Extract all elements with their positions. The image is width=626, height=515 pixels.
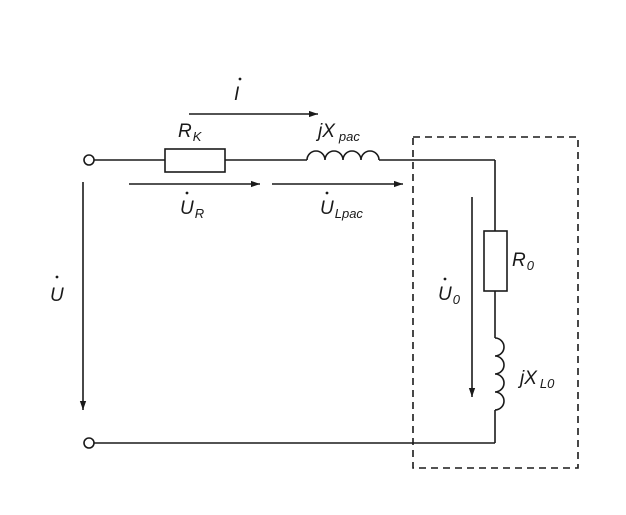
inductor-pac: [306, 150, 380, 161]
resistor-r0-label: R0: [512, 250, 535, 273]
voltage-source-label-dot: [55, 275, 59, 279]
load-dashed-box: [412, 136, 579, 469]
voltage-0-label-dot: [443, 277, 447, 281]
voltage-lpac-label-dot: [325, 191, 329, 195]
terminal-bottom: [83, 437, 95, 449]
voltage-source-label: U: [50, 285, 64, 306]
resistor-r0: [483, 230, 508, 292]
voltage-r-label: UR: [180, 198, 204, 221]
terminal-top: [83, 154, 95, 166]
current-label: I: [234, 84, 240, 105]
resistor-rk-label: RK: [178, 121, 203, 144]
voltage-r-label-dot: [185, 191, 189, 195]
voltage-0-label: U0: [438, 284, 461, 307]
resistor-rk: [164, 148, 226, 173]
current-label-dot: [238, 77, 242, 81]
inductor-l0: [494, 337, 505, 411]
voltage-lpac-label: ULpac: [320, 198, 363, 221]
